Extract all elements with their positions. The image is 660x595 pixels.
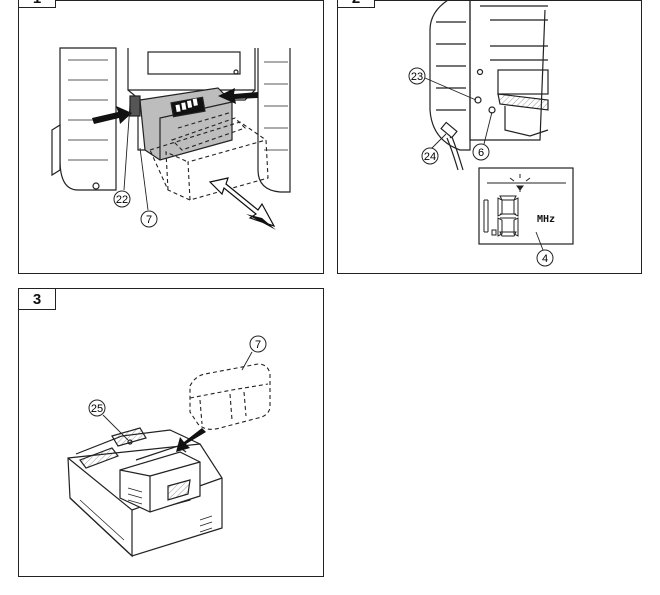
insert-arrow-fig3	[176, 428, 206, 452]
svg-text:4: 4	[542, 253, 548, 265]
svg-text:7: 7	[146, 214, 152, 226]
callout-25: 25	[88, 399, 129, 441]
insert-arrow-left	[92, 106, 132, 124]
lcd-display: MHz 18	[478, 167, 574, 245]
callout-7: 7	[139, 147, 158, 228]
battery-pack-outline-illustration	[149, 111, 269, 201]
charger-battery-illustration	[119, 445, 201, 513]
figure-1-label: 1	[18, 0, 56, 8]
figure-2-label: 2	[337, 0, 375, 8]
battery-pack-outline-fig3	[189, 363, 271, 430]
insert-arrow-right	[218, 88, 258, 104]
svg-text:22: 22	[116, 194, 128, 206]
svg-text:7: 7	[255, 339, 261, 351]
callout-4: 4	[535, 231, 554, 267]
callout-22: 22	[113, 103, 131, 208]
antenna-cable-illustration	[440, 121, 464, 171]
lcd-unit-label: MHz	[537, 214, 555, 225]
callout-6: 6	[472, 111, 493, 161]
svg-text:6: 6	[478, 147, 484, 159]
radio-side-illustration	[429, 0, 549, 151]
signal-blink-icon	[509, 174, 531, 192]
svg-text:24: 24	[424, 151, 436, 163]
callout-24: 24	[421, 133, 447, 165]
callout-7-fig3: 7	[241, 335, 267, 371]
radio-body-illustration	[51, 47, 291, 193]
slide-direction-arrow	[208, 177, 276, 230]
svg-text:25: 25	[91, 403, 103, 415]
svg-text:23: 23	[411, 71, 423, 83]
figure-3-label: 3	[18, 288, 56, 310]
callout-23: 23	[408, 67, 477, 101]
lcd-digits	[483, 195, 519, 237]
